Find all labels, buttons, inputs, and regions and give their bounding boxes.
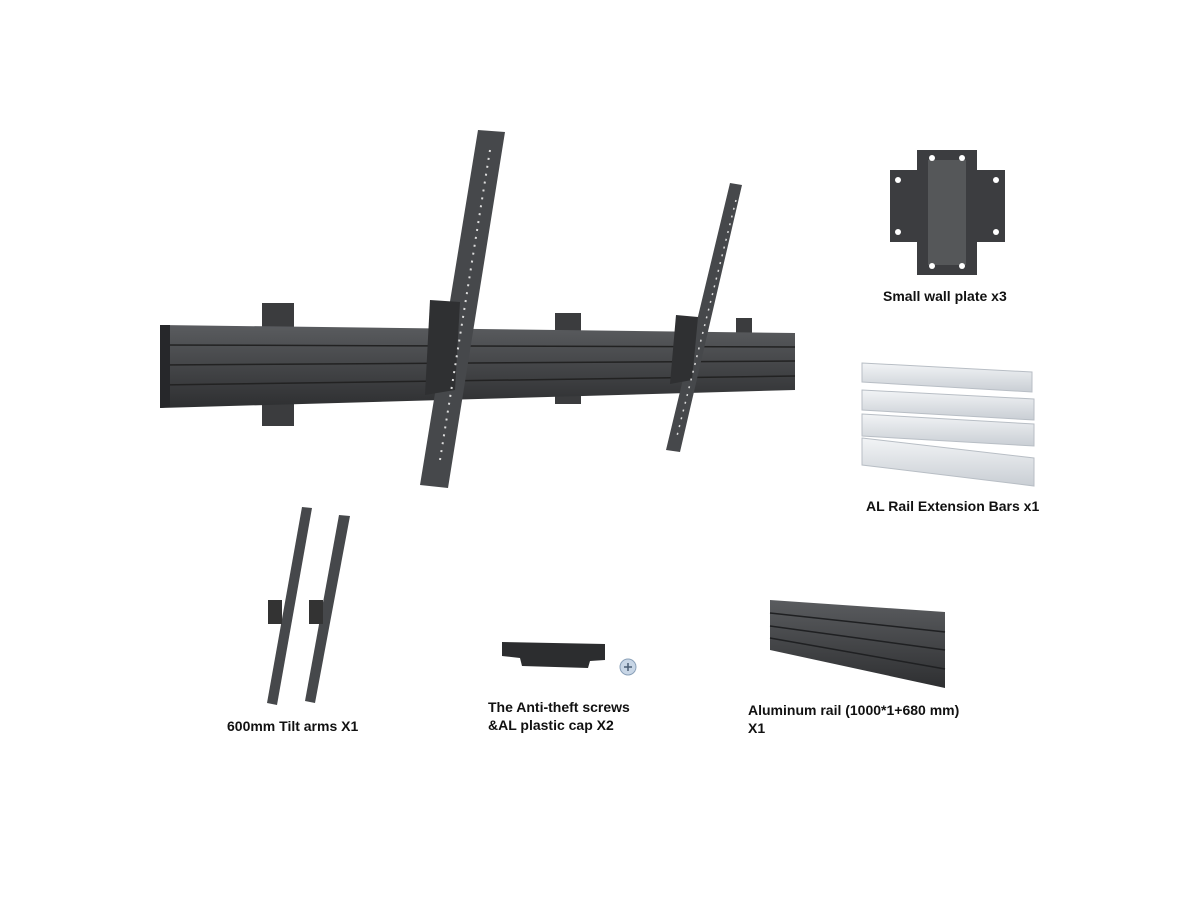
aluminum-rail-label: Aluminum rail (1000*1+680 mm) X1: [748, 701, 959, 737]
assembled-tilt-arm-right: [666, 183, 742, 452]
al-rail-extension-bars-image: [861, 362, 1035, 487]
assembled-main-rail: [159, 325, 796, 408]
extension-bars-label: AL Rail Extension Bars x1: [866, 498, 1040, 514]
tilt-arms-image: [267, 507, 350, 705]
anti-theft-label-line1: The Anti-theft screws: [488, 699, 630, 715]
plastic-cap-image: [502, 642, 605, 668]
aluminum-rail-label-line2: X1: [748, 720, 766, 736]
tilt-arms-label: 600mm Tilt arms X1: [227, 718, 359, 734]
small-wall-plate-image: [890, 150, 1005, 275]
aluminum-rail-label-line1: Aluminum rail (1000*1+680 mm): [748, 702, 960, 718]
anti-theft-screw-image: [619, 658, 637, 676]
wall-plate-label: Small wall plate x3: [883, 288, 1007, 304]
anti-theft-label-line2: &AL plastic cap X2: [488, 717, 614, 733]
anti-theft-label: The Anti-theft screws &AL plastic cap X2: [488, 698, 630, 734]
aluminum-rail-image: [769, 600, 946, 688]
assembled-tilt-arm-left: [420, 130, 505, 488]
